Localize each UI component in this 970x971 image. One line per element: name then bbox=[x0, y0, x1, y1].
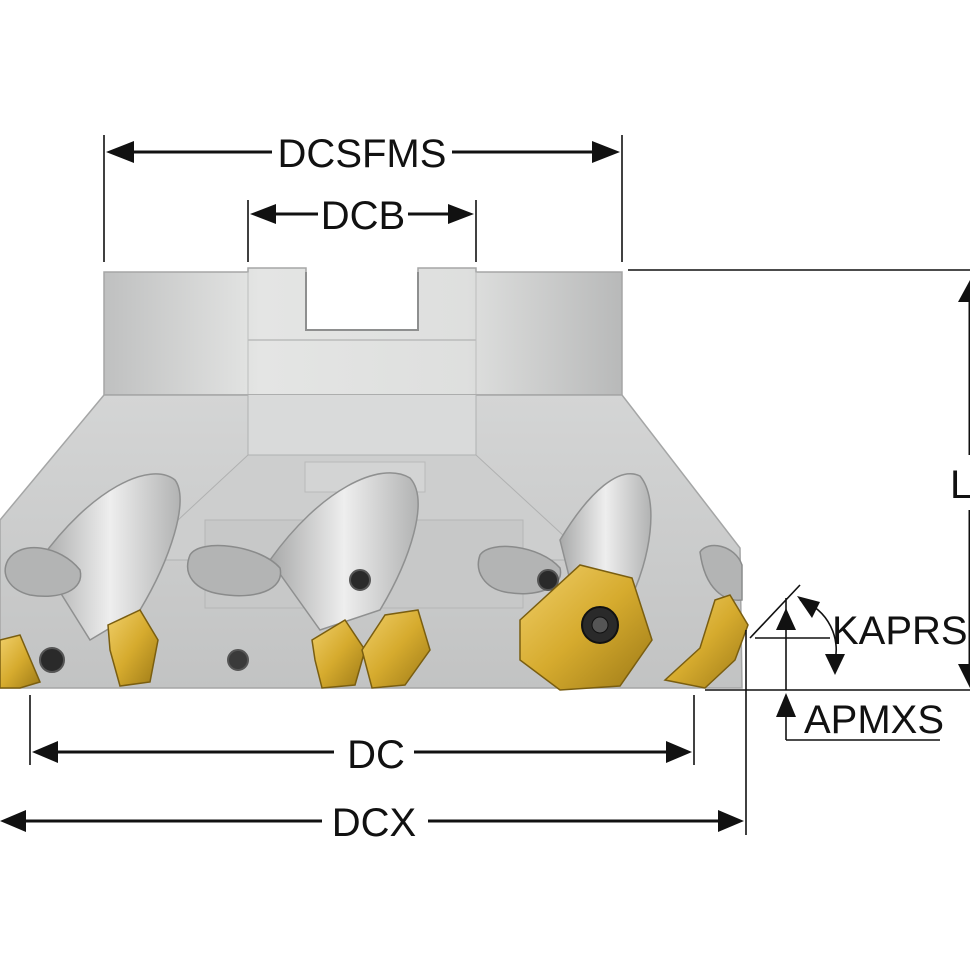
arrowhead bbox=[825, 654, 845, 675]
apmxs-label: APMXS bbox=[804, 698, 944, 742]
arrowhead bbox=[958, 664, 970, 688]
cone-facet bbox=[247, 395, 477, 456]
arrowhead bbox=[718, 810, 744, 832]
chip-gullet bbox=[4, 546, 82, 597]
clamp-screw bbox=[39, 647, 65, 673]
arrowhead bbox=[776, 693, 796, 717]
inserts bbox=[0, 564, 749, 691]
chip-gullet bbox=[186, 544, 282, 597]
arrowhead bbox=[250, 204, 276, 224]
insert-screw-torx bbox=[591, 616, 609, 634]
clamp-screw bbox=[349, 569, 371, 591]
arrowhead bbox=[958, 280, 970, 302]
cutting-insert bbox=[0, 634, 42, 689]
cutting-insert bbox=[311, 618, 366, 689]
kaprs-angle-line bbox=[749, 584, 801, 639]
cutting-insert bbox=[663, 594, 749, 689]
clamp-screw bbox=[537, 569, 559, 591]
arrowhead bbox=[0, 810, 26, 832]
arrowhead bbox=[448, 204, 474, 224]
flute bbox=[39, 473, 181, 642]
dcb-label: DCB bbox=[321, 194, 405, 238]
l-label: L bbox=[950, 463, 970, 507]
arrowhead bbox=[797, 596, 820, 618]
arrowhead bbox=[592, 141, 620, 163]
dcsfms-label: DCSFMS bbox=[278, 132, 447, 176]
cutting-insert bbox=[107, 609, 159, 687]
kaprs-arc bbox=[799, 599, 837, 661]
arrowhead bbox=[776, 608, 796, 630]
arrowhead bbox=[32, 741, 58, 763]
key-slot bbox=[305, 272, 419, 331]
cutting-insert bbox=[361, 609, 431, 689]
chip-gullet bbox=[699, 544, 743, 601]
dc-label: DC bbox=[347, 733, 405, 777]
shank bbox=[103, 267, 623, 396]
flute bbox=[269, 472, 419, 631]
dimension-annotations: DCSFMS DCB L KAPRS APMXS bbox=[0, 132, 970, 845]
clamp-screw bbox=[227, 649, 249, 671]
arrowhead bbox=[106, 141, 134, 163]
kaprs-label: KAPRS bbox=[832, 609, 968, 653]
arrowhead bbox=[666, 741, 692, 763]
dcx-label: DCX bbox=[332, 801, 416, 845]
